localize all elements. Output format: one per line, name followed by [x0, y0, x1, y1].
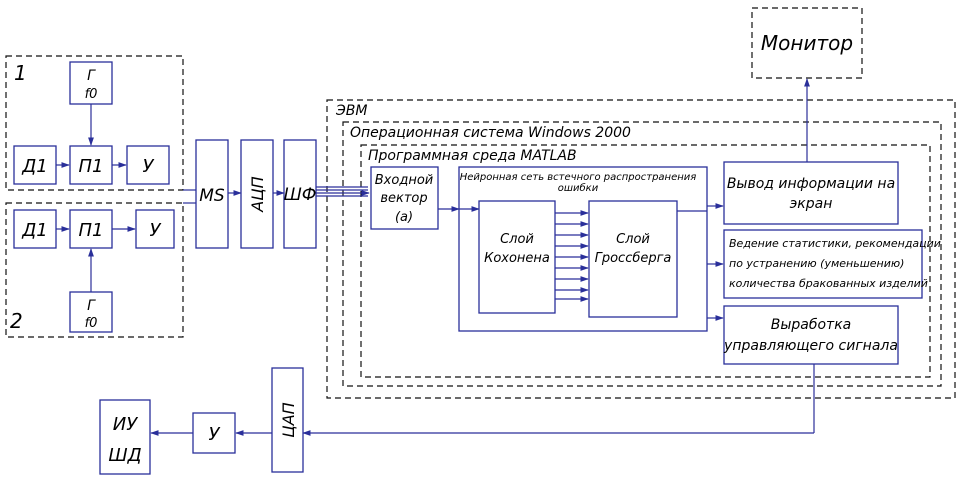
shf-block [283, 139, 317, 249]
nn-title-line-1: Нейронная сеть встечного распространения [460, 172, 697, 183]
input-vector-line-1: Входной [375, 173, 433, 188]
f0-label-1: f0 [85, 87, 98, 102]
os-group [342, 121, 942, 387]
actuator-block [99, 399, 151, 475]
actuator-line-1: ИУ [113, 414, 138, 435]
u-label-1: У [143, 156, 155, 177]
ms-label: MS [199, 186, 225, 206]
channel-1-group [5, 55, 184, 191]
channel-2-group [5, 202, 184, 338]
d1-label-1: Д1 [21, 156, 48, 177]
ms-block [195, 139, 229, 249]
u-block-2 [135, 209, 175, 249]
input-vector-block [370, 166, 439, 230]
kohonen-grossberg-connections [555, 210, 589, 302]
g-label-2: Г [87, 298, 96, 314]
input-vector-line-3: (a) [395, 210, 413, 225]
f0-label-2: f0 [85, 316, 98, 331]
grossberg-layer-block [588, 200, 678, 318]
control-signal-line-2: управляющего сигнала [723, 338, 898, 354]
u-label-3: У [209, 424, 221, 445]
u-label-2: У [150, 220, 162, 241]
evm-group [326, 99, 956, 399]
grossberg-line-2: Гроссберга [595, 251, 672, 266]
monitor-box [751, 7, 863, 79]
g-label-1: Г [87, 68, 96, 84]
output-screen-line-1: Вывод информации на [727, 176, 895, 192]
monitor-label: Монитор [761, 31, 853, 55]
statistics-block [723, 229, 923, 299]
matlab-group [360, 144, 931, 378]
kohonen-layer-block [478, 200, 556, 314]
p1-block-2 [69, 209, 113, 249]
dac-block [271, 367, 304, 473]
nn-title-line-2: ошибки [558, 182, 599, 194]
statistics-line-1: Ведение статистики, рекомендации [729, 237, 941, 250]
shf-label: ШФ [284, 185, 317, 205]
channel-2-label: 2 [10, 309, 23, 333]
output-screen-block [723, 161, 899, 225]
output-screen-line-2: экран [790, 196, 833, 212]
grossberg-line-1: Слой [616, 232, 650, 247]
matlab-label: Программная среда MATLAB [368, 148, 577, 164]
g-f0-block-2 [69, 291, 113, 333]
u-block-1 [126, 145, 170, 185]
control-signal-block [723, 305, 899, 365]
p1-label-2: П1 [79, 220, 104, 241]
p1-label-1: П1 [79, 156, 104, 177]
statistics-line-3: количества бракованных изделий [729, 277, 928, 290]
channel-1-label: 1 [14, 61, 27, 85]
control-signal-line-1: Выработка [771, 317, 852, 333]
d1-label-2: Д1 [21, 220, 48, 241]
adc-label: АЦП [248, 176, 267, 212]
statistics-line-2: по устранению (уменьшению) [729, 257, 904, 270]
adc-block [240, 139, 274, 249]
d1-block-2 [13, 209, 57, 249]
kohonen-line-1: Слой [500, 232, 534, 247]
actuator-line-2: ШД [108, 445, 141, 466]
os-label: Операционная система Windows 2000 [350, 125, 631, 141]
kohonen-line-2: Кохонена [484, 251, 550, 266]
input-vector-line-2: вектор [380, 191, 427, 206]
dac-label: ЦАП [279, 402, 298, 437]
evm-label: ЭВМ [335, 103, 367, 119]
